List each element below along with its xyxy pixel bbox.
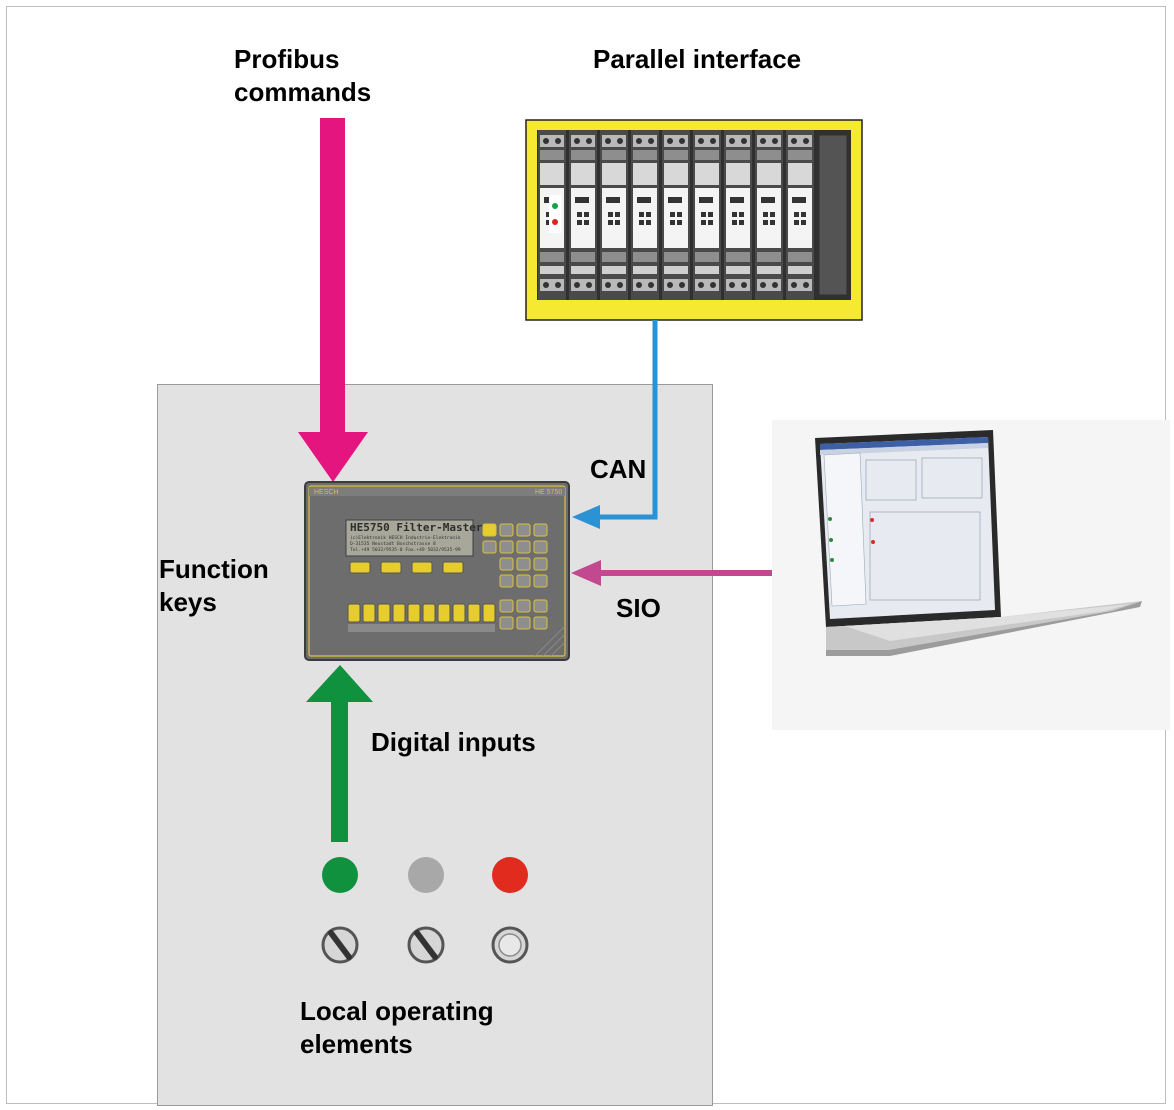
status-led-red: [552, 219, 558, 225]
lcd-display: [345, 519, 474, 557]
lcd-line-2: (c)Elektronik HESCH Industrie-Elektronik: [350, 535, 461, 541]
controller-bezel: [304, 481, 570, 661]
module-led-panel: [549, 195, 561, 233]
indicator-lamp-red: [492, 857, 528, 893]
can-arrow: [572, 320, 658, 529]
digital-inputs-arrow: [306, 665, 373, 842]
io-modules: [537, 130, 816, 300]
profibus-arrow: [298, 118, 368, 482]
controller-brand: HESCH: [314, 489, 339, 496]
indicator-lamp-grey: [408, 857, 444, 893]
function-keys-label: Function keys: [159, 554, 269, 617]
selector-switch-2: [407, 926, 445, 964]
indicator-lamp-green: [322, 857, 358, 893]
numeric-keypad: [482, 523, 548, 630]
sio-arrow: [571, 560, 806, 586]
laptop: [772, 420, 1170, 730]
lcd-line-1: HE5750 Filter-Master: [350, 521, 483, 534]
parallel-interface-label: Parallel interface: [593, 44, 802, 74]
status-led-green: [552, 203, 558, 209]
digital-inputs-label: Digital inputs: [371, 727, 536, 757]
local-operating-elements-label: Local operating elements: [300, 996, 494, 1059]
push-button: [491, 926, 529, 964]
function-keys: [347, 603, 496, 632]
lcd-line-4: Tel.+49 5032/9535-0 Fax.+49 5032/9535-99: [350, 547, 461, 553]
local-operating-elements: [321, 857, 529, 964]
selector-switch-1: [321, 926, 359, 964]
sio-label: SIO: [616, 593, 661, 623]
rack-end-module: [818, 134, 848, 296]
parallel-interface-rack: [525, 119, 863, 321]
lcd-line-3: D-31535 Neustadt Boschstrasse 8: [350, 541, 436, 547]
profibus-commands-label: Profibus commands: [234, 44, 372, 107]
softkeys: [349, 561, 464, 574]
can-label: CAN: [590, 454, 647, 484]
controller-model: HE 5750: [535, 489, 562, 496]
controller-he5750: HESCH HE 5750 HE5750 Filter-Master (c)El…: [304, 481, 570, 661]
